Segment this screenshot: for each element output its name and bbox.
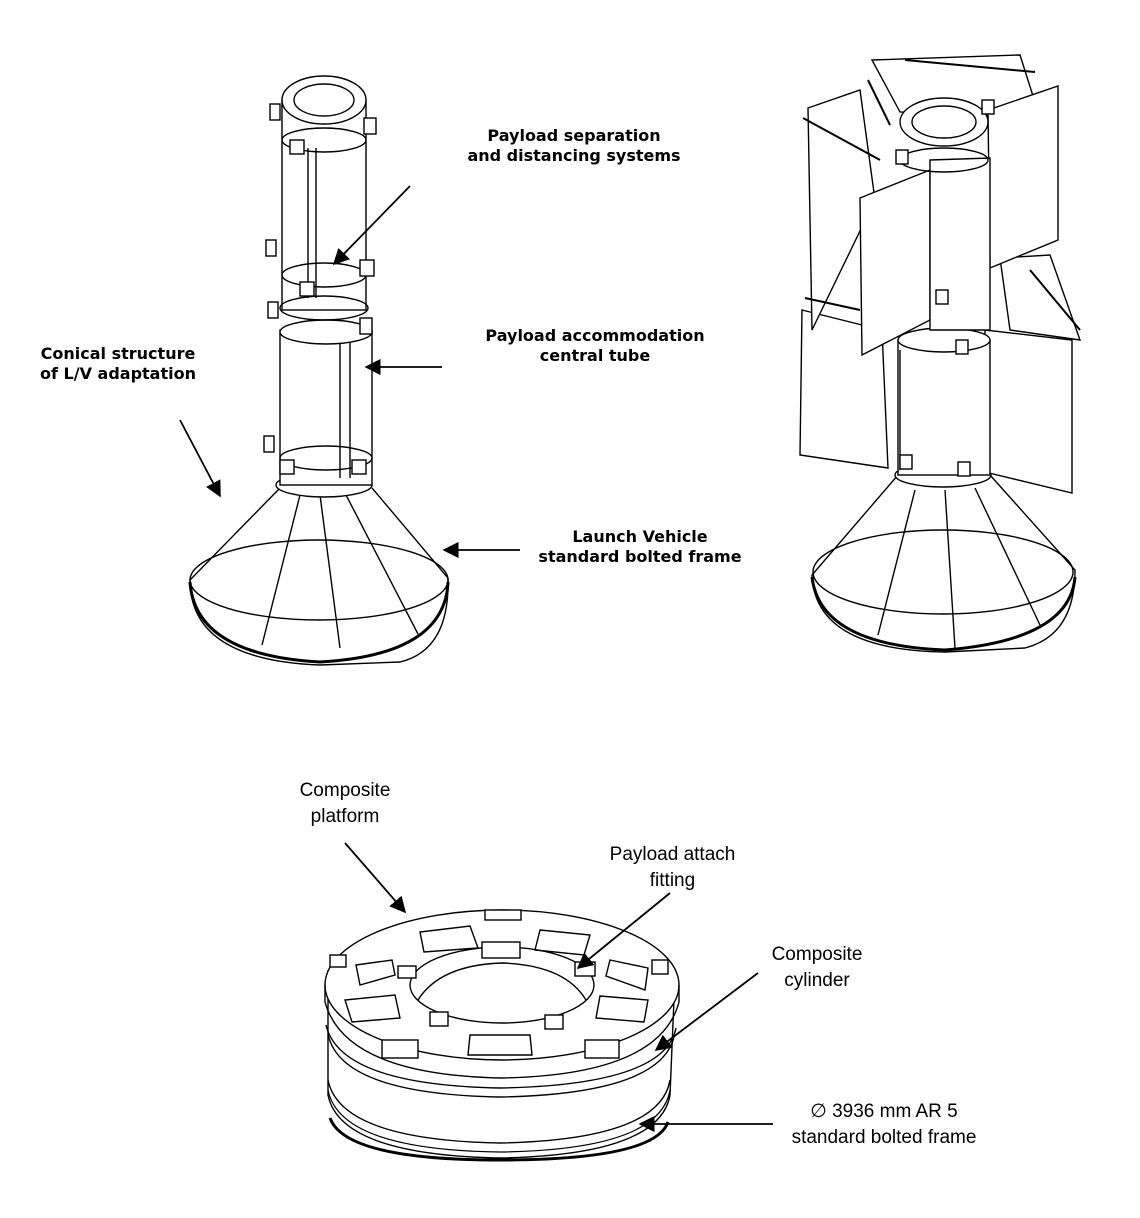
label-payload-separation: Payload separation and distancing system… [467,126,681,165]
arrow-composite-cylinder [654,972,759,1051]
arrow-conical-structure [179,419,221,498]
arrow-payload-attach [576,892,671,970]
arrow-composite-platform [344,842,407,914]
adapter-assembly-drawing [188,75,450,666]
label-conical-structure: Conical structure of L/V adaptation [40,344,196,383]
label-ar5-frame: ∅ 3936 mm AR 5 standard bolted frame [791,1101,977,1148]
composite-ring-drawing [324,909,680,1162]
label-payload-accommodation: Payload accommodation central tube [485,326,705,365]
label-composite-cylinder: Composite cylinder [771,944,863,991]
label-launch-vehicle-frame: Launch Vehicle standard bolted frame [538,527,742,566]
loaded-adapter-drawing [799,54,1082,653]
label-composite-platform: Composite platform [299,780,391,827]
label-payload-attach: Payload attach fitting [609,844,736,891]
leader-arrows [179,185,773,1133]
arrow-payload-separation [332,185,411,266]
